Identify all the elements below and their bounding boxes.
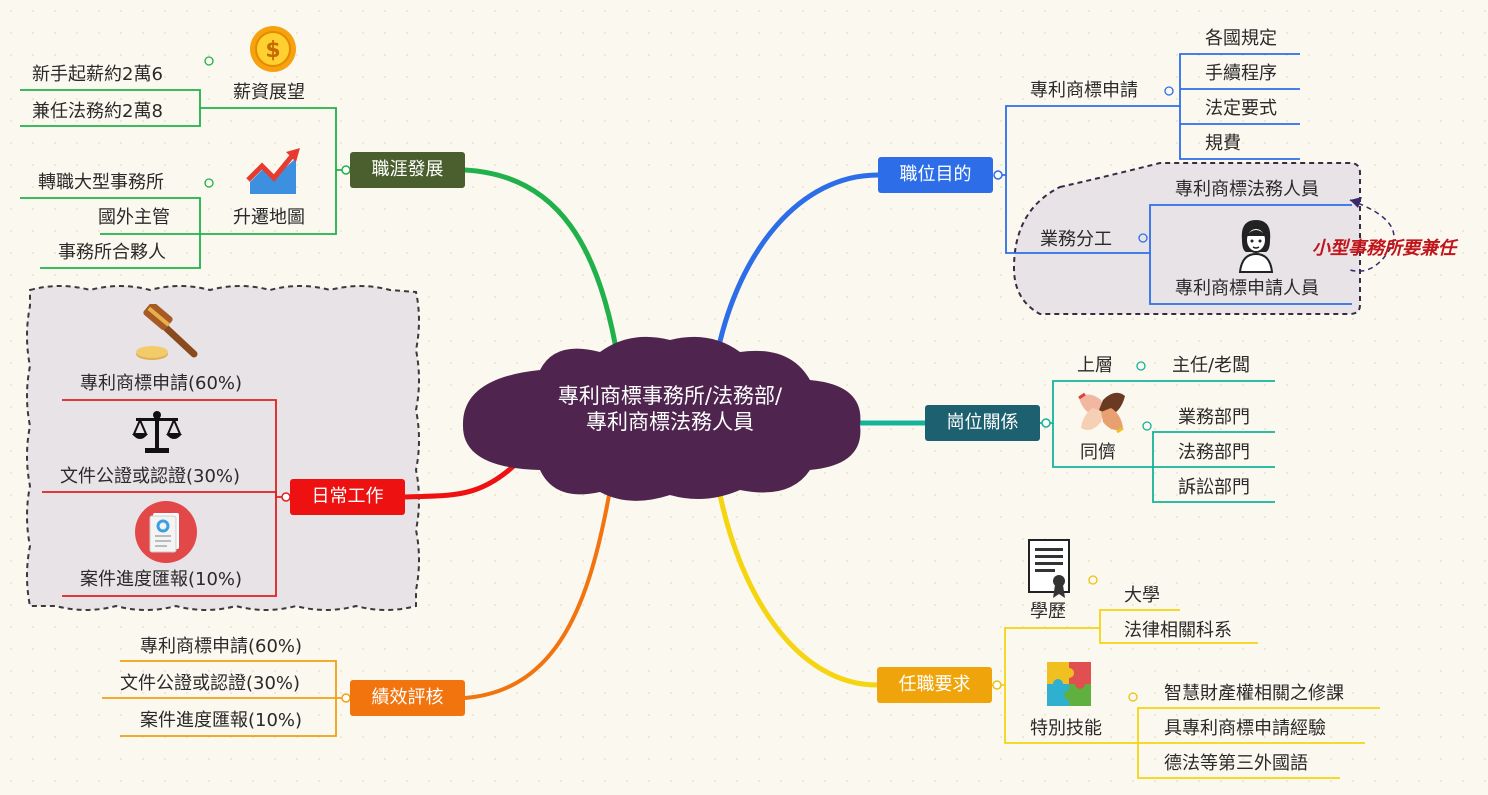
central-cloud bbox=[462, 336, 861, 501]
education-node[interactable]: 學歷 bbox=[1030, 601, 1066, 622]
branch-performance-line bbox=[464, 489, 612, 700]
coin-icon: $ bbox=[248, 24, 298, 78]
skills-node[interactable]: 特別技能 bbox=[1030, 718, 1102, 739]
performance-item-1[interactable]: 專利商標申請(60%) bbox=[140, 636, 303, 657]
promotion-item-2[interactable]: 國外主管 bbox=[98, 207, 170, 228]
report-icon bbox=[134, 500, 198, 568]
note-small-firm: 小型事務所要兼任 bbox=[1312, 238, 1456, 259]
division-item-1[interactable]: 專利商標法務人員 bbox=[1175, 179, 1319, 200]
career-topic[interactable]: 職涯發展 bbox=[350, 152, 465, 188]
requirement-topic[interactable]: 任職要求 bbox=[877, 667, 992, 703]
upper-node[interactable]: 上層 bbox=[1077, 355, 1113, 376]
hands-together-icon bbox=[1075, 388, 1129, 438]
upper-item[interactable]: 主任/老闆 bbox=[1172, 355, 1251, 376]
salary-node[interactable]: 薪資展望 bbox=[233, 82, 305, 103]
daily-work-topic[interactable]: 日常工作 bbox=[290, 479, 405, 515]
application-item-4[interactable]: 規費 bbox=[1205, 133, 1241, 154]
puzzle-icon bbox=[1045, 660, 1093, 712]
gavel-icon bbox=[134, 302, 198, 366]
performance-topic[interactable]: 績效評核 bbox=[350, 680, 465, 716]
purpose-topic[interactable]: 職位目的 bbox=[878, 157, 993, 193]
branch-purpose-line bbox=[715, 172, 879, 351]
peer-item-1[interactable]: 業務部門 bbox=[1178, 407, 1250, 428]
division-node[interactable]: 業務分工 bbox=[1040, 229, 1112, 250]
division-frame bbox=[1012, 162, 1361, 315]
promotion-node[interactable]: 升遷地圖 bbox=[233, 207, 305, 228]
central-topic-line1: 專利商標事務所/法務部/ bbox=[557, 384, 783, 408]
note-arrow bbox=[1349, 199, 1395, 272]
application-item-2[interactable]: 手續程序 bbox=[1205, 63, 1277, 84]
daily-work-frame bbox=[26, 285, 420, 611]
education-item-2[interactable]: 法律相關科系 bbox=[1124, 620, 1232, 641]
growth-chart-icon bbox=[246, 146, 302, 202]
division-item-2[interactable]: 專利商標申請人員 bbox=[1175, 278, 1319, 299]
branch-career-line bbox=[464, 167, 621, 361]
daily-item-3[interactable]: 案件進度匯報(10%) bbox=[80, 569, 243, 590]
promotion-item-3[interactable]: 事務所合夥人 bbox=[58, 242, 166, 263]
peer-item-3[interactable]: 訴訟部門 bbox=[1178, 477, 1250, 498]
branch-requirement-line bbox=[715, 484, 878, 688]
branch-daily-line bbox=[404, 458, 522, 500]
scales-icon bbox=[130, 410, 184, 458]
salary-item-1[interactable]: 新手起薪約2萬6 bbox=[32, 64, 163, 85]
daily-item-2[interactable]: 文件公證或認證(30%) bbox=[60, 466, 241, 487]
central-topic-line2: 專利商標法務人員 bbox=[586, 410, 754, 434]
application-item-1[interactable]: 各國規定 bbox=[1205, 28, 1277, 49]
performance-item-2[interactable]: 文件公證或認證(30%) bbox=[120, 673, 301, 694]
skills-item-3[interactable]: 德法等第三外國語 bbox=[1164, 753, 1308, 774]
daily-item-1[interactable]: 專利商標申請(60%) bbox=[80, 373, 243, 394]
peer-node[interactable]: 同儕 bbox=[1080, 442, 1116, 463]
performance-item-3[interactable]: 案件進度匯報(10%) bbox=[140, 710, 303, 731]
relation-topic[interactable]: 崗位關係 bbox=[925, 405, 1040, 441]
promotion-item-1[interactable]: 轉職大型事務所 bbox=[38, 172, 164, 193]
peer-item-2[interactable]: 法務部門 bbox=[1178, 442, 1250, 463]
application-item-3[interactable]: 法定要式 bbox=[1205, 98, 1277, 119]
woman-avatar-icon bbox=[1232, 214, 1280, 278]
salary-item-2[interactable]: 兼任法務約2萬8 bbox=[32, 101, 163, 122]
education-item-1[interactable]: 大學 bbox=[1124, 585, 1160, 606]
application-node[interactable]: 專利商標申請 bbox=[1030, 80, 1138, 101]
svg-text:$: $ bbox=[265, 38, 280, 63]
skills-item-2[interactable]: 具專利商標申請經驗 bbox=[1164, 718, 1326, 739]
skills-item-1[interactable]: 智慧財產權相關之修課 bbox=[1164, 683, 1344, 704]
central-topic[interactable]: 專利商標事務所/法務部/ 專利商標法務人員 bbox=[520, 383, 820, 435]
certificate-icon bbox=[1027, 538, 1073, 604]
